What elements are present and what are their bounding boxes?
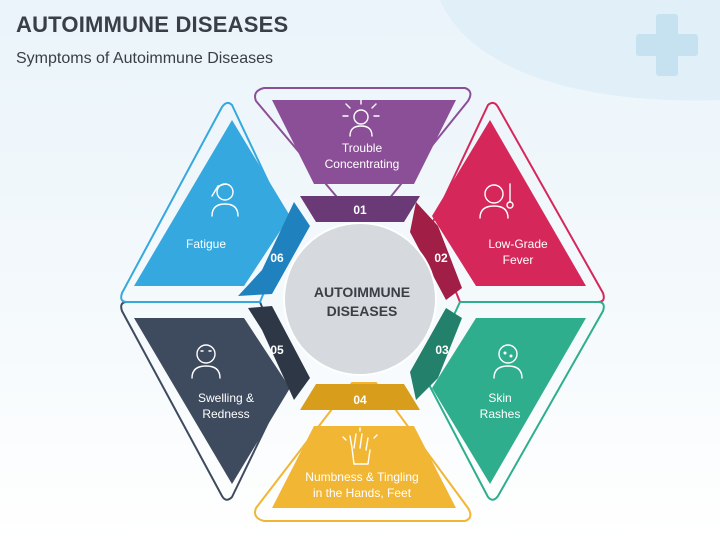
page-title: AUTOIMMUNE DISEASES: [16, 12, 289, 37]
segment-04-number: 04: [353, 393, 367, 407]
background-decoration: [440, 0, 720, 101]
head-alert-icon: [342, 99, 380, 137]
segment-03-number: 03: [435, 343, 449, 357]
segment-03-label-line1: Skin: [488, 391, 511, 405]
center-label-line2: DISEASES: [327, 303, 398, 319]
segment-04-label-line1: Numbness & Tingling: [305, 470, 418, 484]
segment-05-number: 05: [270, 343, 284, 357]
segment-05-label-line2: Redness: [202, 407, 249, 421]
segment-01-number: 01: [353, 203, 367, 217]
swollen-face-icon: [191, 344, 221, 379]
segment-02-number: 02: [434, 251, 448, 265]
segment-01-trouble-concentrating: 01 Trouble Concentrating: [272, 99, 456, 222]
segment-01-label-line1: Trouble: [342, 141, 383, 155]
person-rash-icon: [493, 344, 523, 379]
segment-06-number: 06: [270, 251, 284, 265]
segment-06-fatigue: 06 Fatigue: [134, 120, 310, 296]
segment-04-numbness-tingling: 04 Numbness & Tingling in the Hands, Fee…: [272, 384, 456, 508]
center-hub: AUTOIMMUNE DISEASES: [283, 222, 437, 376]
segment-03-label-line2: Rashes: [480, 407, 521, 421]
segment-01-label-line2: Concentrating: [325, 157, 400, 171]
medical-cross-icon: [636, 14, 698, 76]
segment-05-label-line1: Swelling &: [198, 391, 254, 405]
center-label-line1: AUTOIMMUNE: [314, 284, 410, 300]
segment-02-low-grade-fever: 02 Low-Grade Fever: [410, 120, 586, 300]
fever-thermometer-icon: [479, 183, 514, 219]
page-subtitle: Symptoms of Autoimmune Diseases: [16, 50, 273, 67]
segment-05-swelling-redness: 05 Swelling & Redness: [134, 306, 310, 484]
tired-person-icon: [211, 183, 239, 217]
tingling-hand-icon: [342, 427, 378, 465]
segment-03-skin-rashes: 03 Skin Rashes: [410, 308, 586, 484]
segment-02-label-line2: Fever: [503, 253, 534, 267]
segment-04-label-line2: in the Hands, Feet: [313, 486, 412, 500]
segment-02-label-line1: Low-Grade: [488, 237, 548, 251]
segment-06-label-line1: Fatigue: [186, 237, 226, 251]
